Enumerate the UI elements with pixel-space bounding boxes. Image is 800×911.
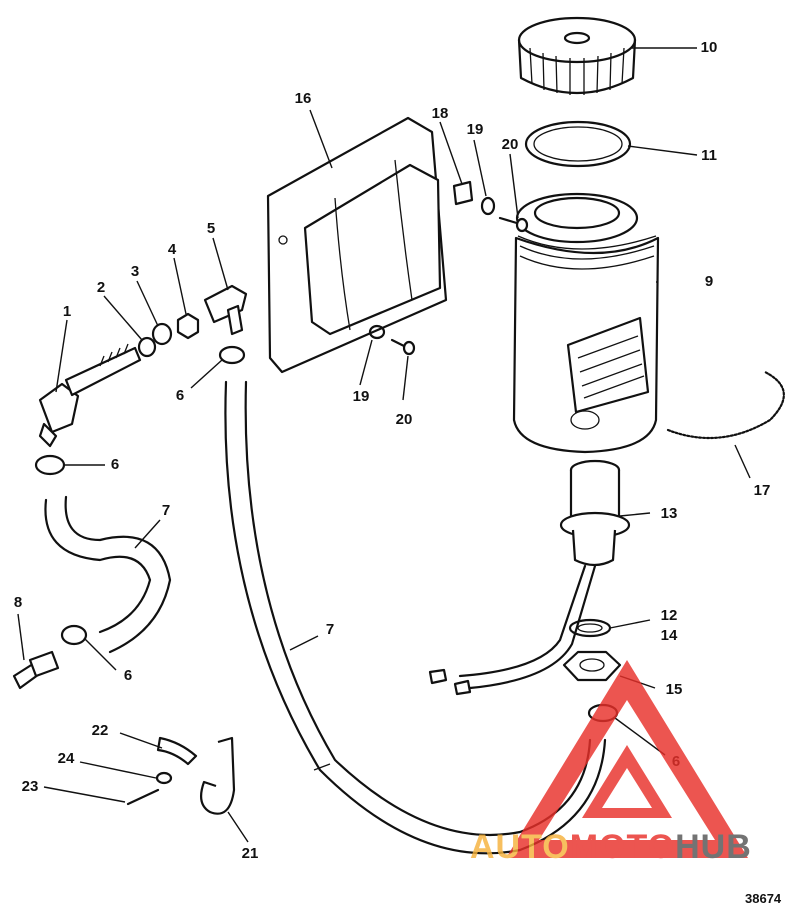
callout-11: 11: [701, 147, 717, 164]
callout-14: 14: [661, 627, 678, 644]
callout-6-upper: 6: [176, 387, 184, 404]
long-hose: [224, 380, 607, 855]
callout-7-long: 7: [326, 621, 334, 638]
callout-4: 4: [168, 241, 177, 258]
leader-lines: [17, 47, 751, 843]
mounting-bracket: [266, 116, 448, 374]
watermark-text-moto: MOTO: [570, 828, 675, 866]
spiral-wire-wrap: [666, 370, 785, 440]
p-clamp-assembly: [126, 736, 236, 815]
callout-6-lower: 6: [124, 667, 132, 684]
callout-17: 17: [754, 482, 771, 499]
drawing-number: 38674: [745, 891, 782, 906]
watermark-text-auto: AUTO: [470, 828, 570, 866]
bracket-clip-upper: [452, 180, 529, 233]
callout-21: 21: [242, 845, 259, 862]
watermark-text-hub: HUB: [675, 828, 752, 866]
callout-18: 18: [432, 105, 449, 122]
callout-10: 10: [701, 39, 718, 56]
callout-9: 9: [705, 273, 713, 290]
watermark-logo: AUTOMOTOHUB: [470, 660, 752, 866]
callout-13: 13: [661, 505, 678, 522]
callout-2: 2: [97, 279, 105, 296]
callout-22: 22: [92, 722, 109, 739]
short-hose: [44, 495, 172, 654]
callout-3: 3: [131, 263, 139, 280]
fluid-reservoir-bottle: [512, 192, 660, 454]
fitting-washers: [137, 284, 248, 358]
callout-23: 23: [22, 778, 39, 795]
svg-text:AUTOMOTOHUB: AUTOMOTOHUB: [470, 828, 752, 866]
callout-24: 24: [58, 750, 75, 767]
straight-fitting: [12, 650, 60, 690]
level-sensor-fitting: [428, 459, 631, 696]
callout-7-short: 7: [162, 502, 170, 519]
watermark-triangle-icon: [506, 660, 748, 858]
reservoir-cap: [517, 16, 637, 95]
callout-19-lower: 19: [353, 388, 370, 405]
callout-12: 12: [661, 607, 678, 624]
callout-16: 16: [295, 90, 312, 107]
callout-8: 8: [14, 594, 22, 611]
callout-20-upper: 20: [502, 136, 519, 153]
elbow-hose-fitting: [38, 343, 142, 448]
callout-5: 5: [207, 220, 215, 237]
washer-screw-lower: [368, 324, 416, 356]
callout-6-left: 6: [111, 456, 119, 473]
callout-15: 15: [666, 681, 683, 698]
hex-nut: [562, 650, 622, 682]
callout-1: 1: [63, 303, 71, 320]
o-ring-seal: [524, 120, 632, 168]
callout-20-lower: 20: [396, 411, 413, 428]
callout-19-upper: 19: [467, 121, 484, 138]
